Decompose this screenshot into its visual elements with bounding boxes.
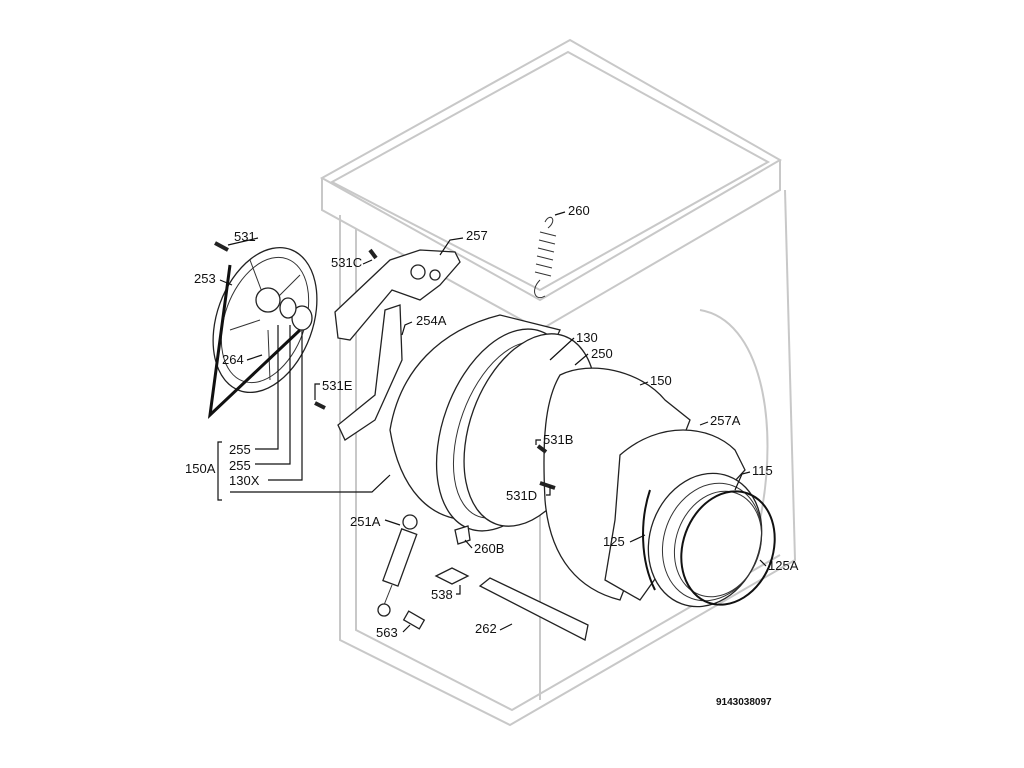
belt-264	[207, 264, 302, 419]
leader-lines	[217, 211, 767, 633]
label-253: 253	[194, 271, 216, 286]
label-125A: 125A	[768, 558, 799, 573]
label-251A: 251A	[350, 514, 381, 529]
bolt-563	[402, 610, 426, 630]
label-150: 150	[650, 373, 672, 388]
door-seal-115	[647, 472, 763, 608]
label-150A: 150A	[185, 461, 216, 476]
label-531E: 531E	[322, 378, 353, 393]
drawing-number: 9143038097	[716, 697, 772, 708]
label-125: 125	[603, 534, 625, 549]
screw-531B	[536, 444, 548, 454]
screw-531C	[368, 248, 378, 260]
label-260: 260	[568, 203, 590, 218]
label-255-a: 255	[229, 442, 251, 457]
part-labels: 531 253 264 531C 257 260 254A 130 250 15…	[185, 203, 799, 708]
screw-531E	[314, 401, 326, 410]
label-531C: 531C	[331, 255, 362, 270]
pulley-253	[212, 246, 318, 394]
label-255-b: 255	[229, 458, 251, 473]
label-262: 262	[475, 621, 497, 636]
front-tub-150	[543, 367, 691, 601]
spring-260	[534, 216, 557, 298]
label-115: 115	[752, 463, 773, 478]
label-130X: 130X	[229, 473, 260, 488]
label-531B: 531B	[543, 432, 573, 447]
cover-538	[434, 567, 470, 585]
label-538: 538	[431, 587, 453, 602]
screw-531	[214, 241, 229, 252]
label-264: 264	[222, 352, 244, 367]
weight-262	[478, 577, 589, 641]
label-257A: 257A	[710, 413, 741, 428]
clamp-125A	[680, 490, 776, 606]
label-254A: 254A	[416, 313, 447, 328]
label-531: 531	[234, 229, 256, 244]
bracket-257	[334, 249, 461, 341]
label-250: 250	[591, 346, 613, 361]
clamp-125	[642, 489, 656, 591]
clip-260B	[454, 525, 471, 545]
shock-absorber-251A	[377, 514, 418, 617]
screw-531D	[539, 481, 556, 490]
support-254A	[337, 304, 403, 441]
label-130: 130	[576, 330, 598, 345]
label-531D: 531D	[506, 488, 537, 503]
label-257: 257	[466, 228, 488, 243]
label-563: 563	[376, 625, 398, 640]
label-260B: 260B	[474, 541, 504, 556]
